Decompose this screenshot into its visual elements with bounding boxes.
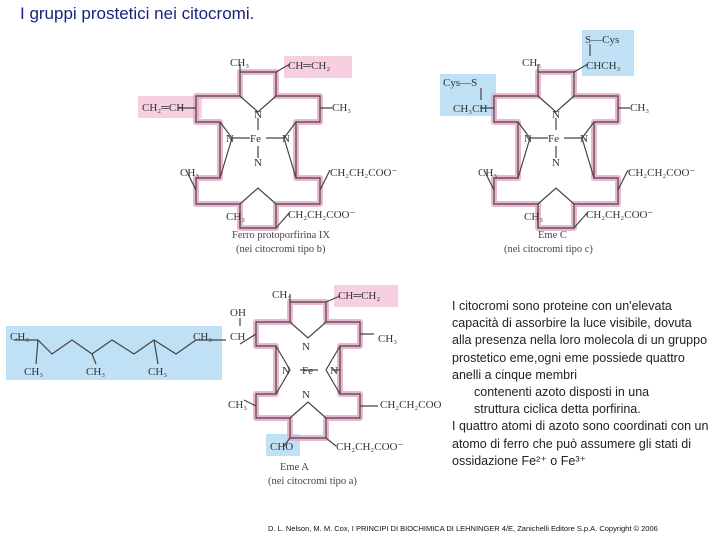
heme-c-n-bottom: N	[552, 157, 560, 169]
heme-a-caption-name: Eme A	[280, 462, 309, 473]
heme-c-bottom-left-label: CH₃	[524, 211, 543, 223]
heme-a-n-left: N	[282, 365, 290, 377]
heme-a-n-top: N	[302, 341, 310, 353]
heme-a-chain-ch3-3: CH₃	[148, 366, 167, 378]
heme-c-s-cys-top-label: S—Cys	[585, 34, 619, 46]
page-title: I gruppi prostetici nei citocromi.	[20, 4, 255, 23]
heme-b-caption-name: Ferro protoporfirina IX	[232, 230, 330, 241]
heme-b-top-left-label: CH₃	[230, 57, 249, 69]
heme-a-chain-ch3-1: CH₃	[24, 366, 43, 378]
heme-c-bottom-right-label: CH₂CH₂COO⁻	[586, 209, 653, 221]
heme-a-chain-start-label: CH₃	[10, 331, 29, 343]
heme-c-n-top: N	[552, 109, 560, 121]
heme-b-vinyl-left-highlight	[138, 96, 202, 118]
heme-c-left-lower-label: CH₃	[478, 167, 497, 179]
heme-b-n-left: N	[226, 133, 234, 145]
description-text: I citocromi sono proteine con un'elevata…	[452, 298, 714, 470]
heme-c-left-upper-label: CH₃CH	[453, 103, 487, 115]
heme-a-caption-type: (nei citocromi tipo a)	[268, 476, 357, 487]
heme-c-caption-type: (nei citocromi tipo c)	[504, 244, 593, 255]
heme-a-vinyl-highlight	[334, 285, 398, 307]
heme-b-bottom-right-label: CH₂CH₂COO⁻	[288, 209, 355, 221]
heme-b-structure: CH₃ CH═CH₂ CH₂═CH CH₃ CH₃ CH₂CH₂COO⁻ CH₃…	[138, 56, 397, 255]
heme-a-ch-label: CH	[230, 331, 245, 343]
heme-c-caption-name: Eme C	[538, 230, 567, 241]
heme-c-structure: S—Cys CH₃ CHCH₃ Cys—S CH₃CH CH₃ CH₃ CH₂C…	[440, 30, 695, 255]
heme-a-right-upper-label: CH₃	[378, 333, 397, 345]
heme-a-chain-ch3-2: CH₃	[86, 366, 105, 378]
heme-c-n-left: N	[524, 133, 532, 145]
heme-a-chain-ch3-label: CH₃	[193, 331, 212, 343]
heme-c-right-upper-label: CH₃	[630, 102, 649, 114]
heme-a-top-left-label: CH₃	[272, 289, 291, 301]
heme-a-top-right-label: CH═CH₂	[338, 290, 380, 302]
copyright-footer: D. L. Nelson, M. M. Cox, I PRINCIPI DI B…	[268, 524, 658, 533]
heme-b-top-right-label: CH═CH₂	[288, 60, 330, 72]
heme-c-cys-s-left-highlight	[440, 74, 496, 116]
description-line-1: I citocromi sono proteine con un'elevata…	[452, 299, 708, 382]
heme-c-s-cys-top-highlight	[582, 30, 634, 76]
heme-c-top-right-label: CHCH₃	[586, 60, 621, 72]
heme-c-fe: Fe	[548, 133, 559, 145]
heme-b-bottom-left-label: CH₃	[226, 211, 245, 223]
heme-b-n-bottom: N	[254, 157, 262, 169]
heme-b-right-upper-label: CH₃	[332, 102, 351, 114]
heme-b-right-lower-label: CH₂CH₂COO⁻	[330, 167, 397, 179]
heme-a-cho-label: CHO	[270, 441, 293, 453]
heme-a-bottom-right-label: CH₂CH₂COO⁻	[336, 441, 403, 453]
heme-a-n-bottom: N	[302, 389, 310, 401]
heme-a-isoprenoid-highlight	[6, 326, 222, 380]
heme-a-left-lower-label: CH₃	[228, 399, 247, 411]
heme-a-structure: CH₃ CH═CH₂ OH CH CH₃ CH₃ CH₃ CH₃ CH₃ CH₃…	[6, 285, 442, 487]
heme-c-n-right: N	[580, 133, 588, 145]
heme-b-left-upper-label: CH₂═CH	[142, 102, 184, 114]
heme-a-fe: Fe	[302, 365, 313, 377]
heme-a-oh-label: OH	[230, 307, 246, 319]
heme-a-right-lower-label: CH₂CH₂COO	[380, 399, 442, 411]
description-line-2: contenenti azoto disposti in una	[474, 385, 650, 400]
description-line-4: I quattro atomi di azoto sono coordinati…	[452, 419, 709, 468]
heme-c-right-lower-label: CH₂CH₂COO⁻	[628, 167, 695, 179]
heme-b-left-lower-label: CH₃	[180, 167, 199, 179]
heme-b-n-right: N	[282, 133, 290, 145]
heme-c-top-left-label: CH₃	[522, 57, 541, 69]
heme-b-n-top: N	[254, 109, 262, 121]
heme-b-caption-type: (nei citocromi tipo b)	[236, 244, 326, 255]
heme-b-fe: Fe	[250, 133, 261, 145]
heme-a-n-right: N	[330, 365, 338, 377]
heme-b-vinyl-top-highlight	[284, 56, 352, 78]
description-line-3: struttura ciclica detta porfirina.	[474, 402, 641, 417]
heme-c-cys-s-left-label: Cys—S	[443, 77, 477, 89]
